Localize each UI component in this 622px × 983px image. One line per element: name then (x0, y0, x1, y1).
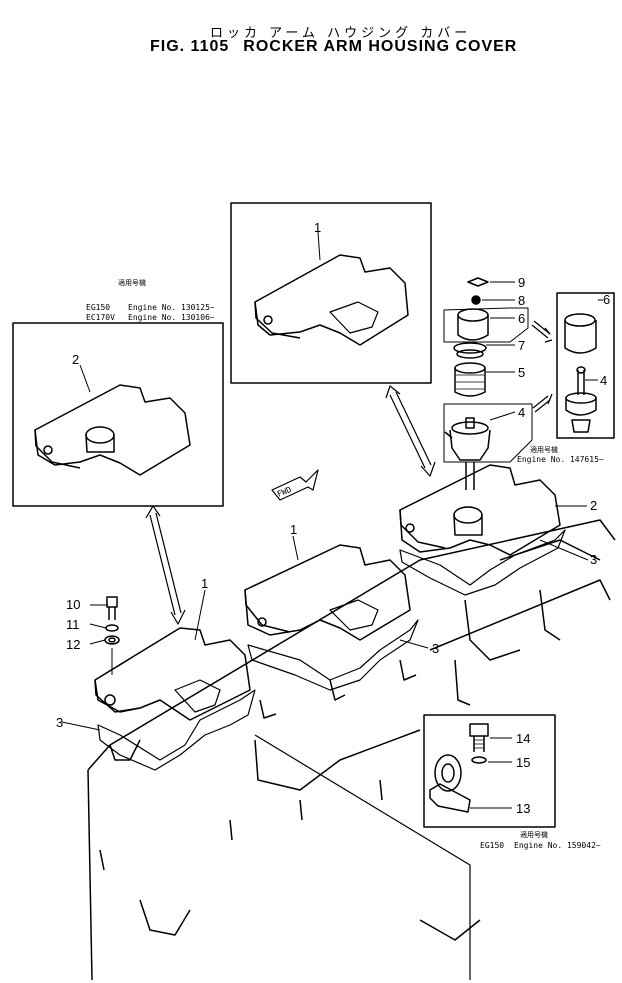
detail-box-right (556, 292, 615, 439)
engine-block (87, 519, 616, 981)
breather-assembly (443, 277, 533, 490)
callout-15: 15 (516, 755, 530, 770)
serial-left-jp: 適用号機 (118, 278, 146, 287)
callout-3-middle: 3 (432, 641, 439, 656)
detail-box-left (12, 322, 224, 507)
callout-6-main: 6 (518, 311, 525, 326)
callout-9: 9 (518, 275, 525, 290)
rocker-cover-middle (244, 544, 411, 641)
bolt-set-left (104, 596, 120, 675)
callout-12: 12 (66, 637, 80, 652)
callout-7: 7 (518, 338, 525, 353)
callout-4-main: 4 (518, 405, 525, 420)
serial-bottom-model: EG150 (480, 841, 504, 850)
callout-1-middle: 1 (290, 522, 297, 537)
callout-11: 11 (66, 617, 80, 632)
serial-left-text-1: Engine No. 130125~ (128, 303, 215, 312)
serial-bottom-jp: 適用号機 (520, 830, 548, 839)
gasket-right (399, 529, 566, 596)
callout-1-top: 1 (314, 220, 321, 235)
detail-box-bottom (423, 714, 556, 828)
callout-1-left: 1 (201, 576, 208, 591)
serial-left-model-2: EC170V (86, 313, 115, 322)
serial-right-jp: 適用号機 (530, 445, 558, 454)
callout-3-left: 3 (56, 715, 63, 730)
callout-4-detail: 4 (600, 373, 607, 388)
callout-3-right: 3 (590, 552, 597, 567)
callout-8: 8 (518, 293, 525, 308)
figure-title: FIG. 1105 ROCKER ARM HOUSING COVER (150, 38, 516, 56)
serial-left-model-1: EG150 (86, 303, 110, 312)
fwd-marker (271, 469, 319, 501)
callout-6-detail: 6 (603, 292, 610, 307)
rocker-cover-right (399, 464, 561, 556)
callout-5: 5 (518, 365, 525, 380)
serial-bottom-text: Engine No. 159042~ (514, 841, 601, 850)
callout-2-right: 2 (590, 498, 597, 513)
connector-arrows (145, 320, 553, 625)
callout-14: 14 (516, 731, 530, 746)
callout-13: 13 (516, 801, 530, 816)
serial-right-text: Engine No. 147615~ (517, 455, 604, 464)
rocker-cover-left (94, 627, 251, 721)
gasket-middle (247, 619, 419, 691)
callout-2-left: 2 (72, 352, 79, 367)
figure-name: ROCKER ARM HOUSING COVER (243, 38, 518, 55)
figure-number: FIG. 1105 (150, 38, 230, 55)
gasket-left (97, 689, 256, 771)
title-japanese: ロッカ アーム ハウジング カバー (210, 26, 472, 41)
serial-left-text-2: Engine No. 130106~ (128, 313, 215, 322)
leader-lines (61, 231, 603, 809)
callout-10: 10 (66, 597, 80, 612)
detail-box-top (230, 202, 432, 384)
